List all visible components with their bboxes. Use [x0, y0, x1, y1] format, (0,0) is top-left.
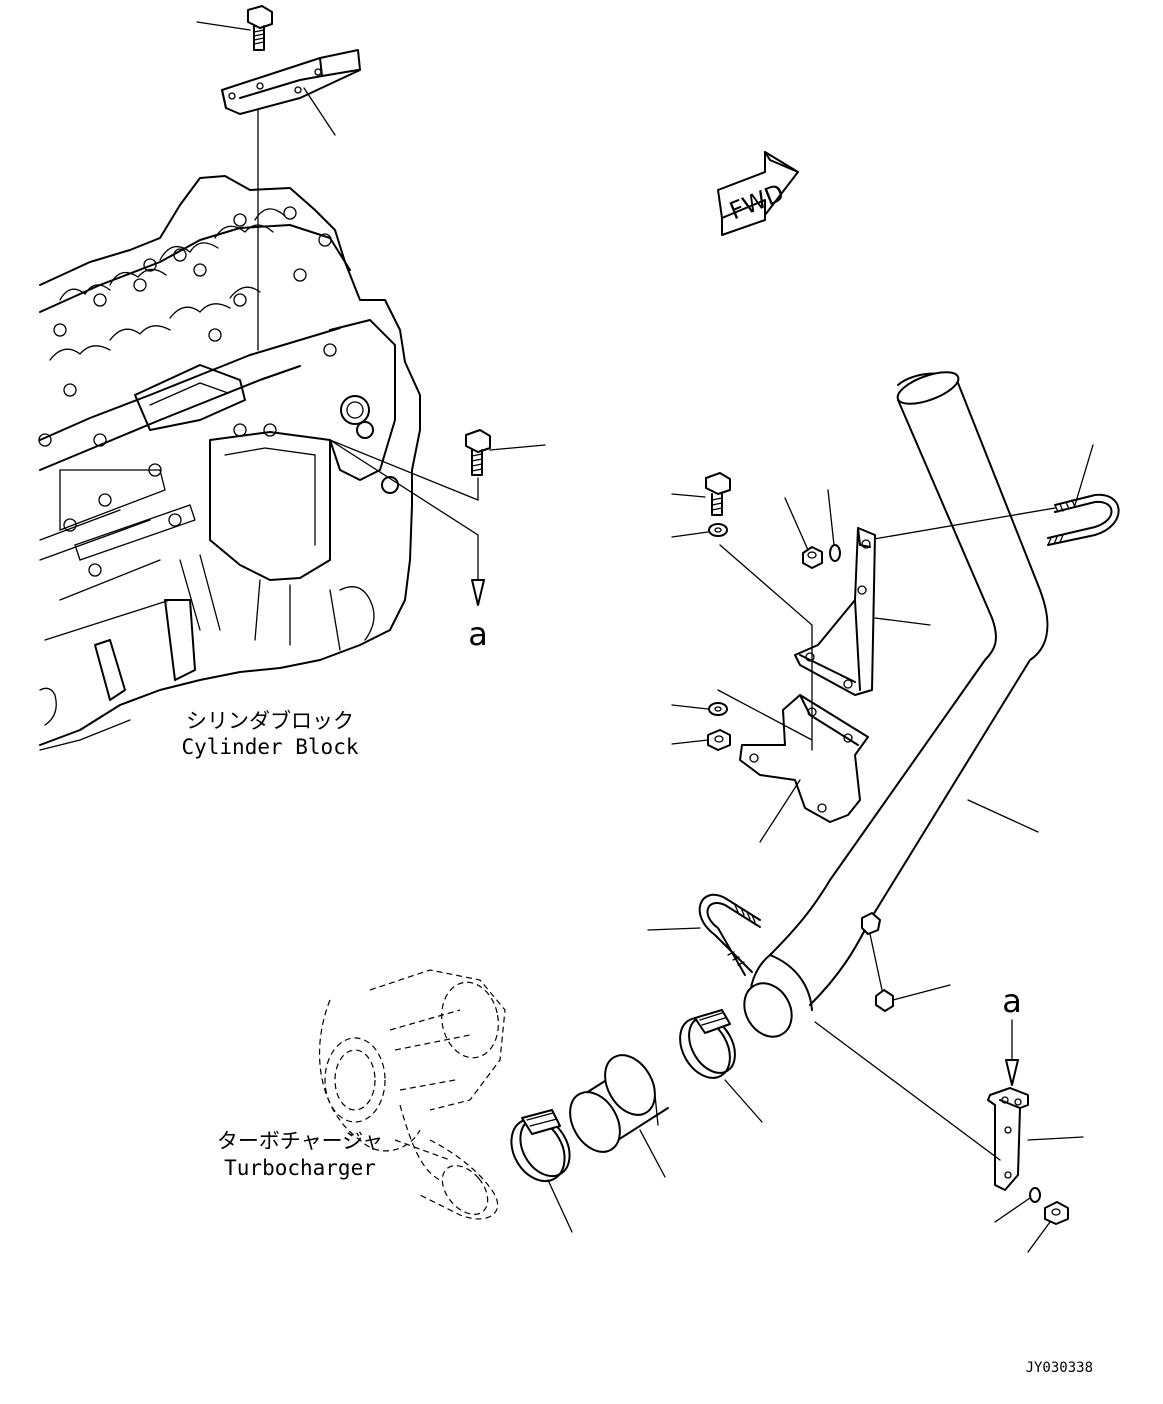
small-bracket [987, 1087, 1029, 1191]
cylinder-block-label-en: Cylinder Block [181, 735, 358, 759]
ref-label-a-top: a [468, 615, 488, 653]
bolt-bracket [705, 472, 731, 516]
nut-3 [1044, 1201, 1069, 1225]
pipe-bracket-lower [739, 694, 869, 823]
washer-3 [829, 544, 841, 562]
nut-pipe [861, 912, 894, 1012]
nut-1 [707, 729, 731, 751]
washer-2 [708, 702, 728, 716]
turbocharger-label-en: Turbocharger [224, 1156, 376, 1180]
u-bolt-lower [698, 893, 761, 976]
drawing-id: JY030338 [1026, 1360, 1093, 1376]
forward-direction-arrow-icon: FWD [717, 151, 799, 236]
lifting-bracket [221, 49, 361, 115]
cylinder-block [38, 175, 421, 751]
u-bolt-upper [1047, 493, 1120, 546]
hose-clamp-right [679, 1009, 736, 1079]
rubber-hose [569, 1054, 669, 1153]
pipe-bracket-upper [794, 527, 876, 696]
nut-2 [802, 546, 823, 569]
intake-pipe [743, 371, 1049, 1038]
turbocharger-label-ja: ターボチャージャ [217, 1129, 383, 1153]
washer-1 [708, 523, 728, 537]
washer-4 [1029, 1187, 1041, 1203]
cylinder-block-label-ja: シリンダブロック [186, 709, 354, 733]
bolt-middle [465, 429, 491, 476]
turbocharger [319, 969, 506, 1220]
bolt-top [247, 5, 273, 51]
ref-label-a-bottom: a [1002, 982, 1022, 1020]
hose-clamp-left [510, 1109, 571, 1182]
